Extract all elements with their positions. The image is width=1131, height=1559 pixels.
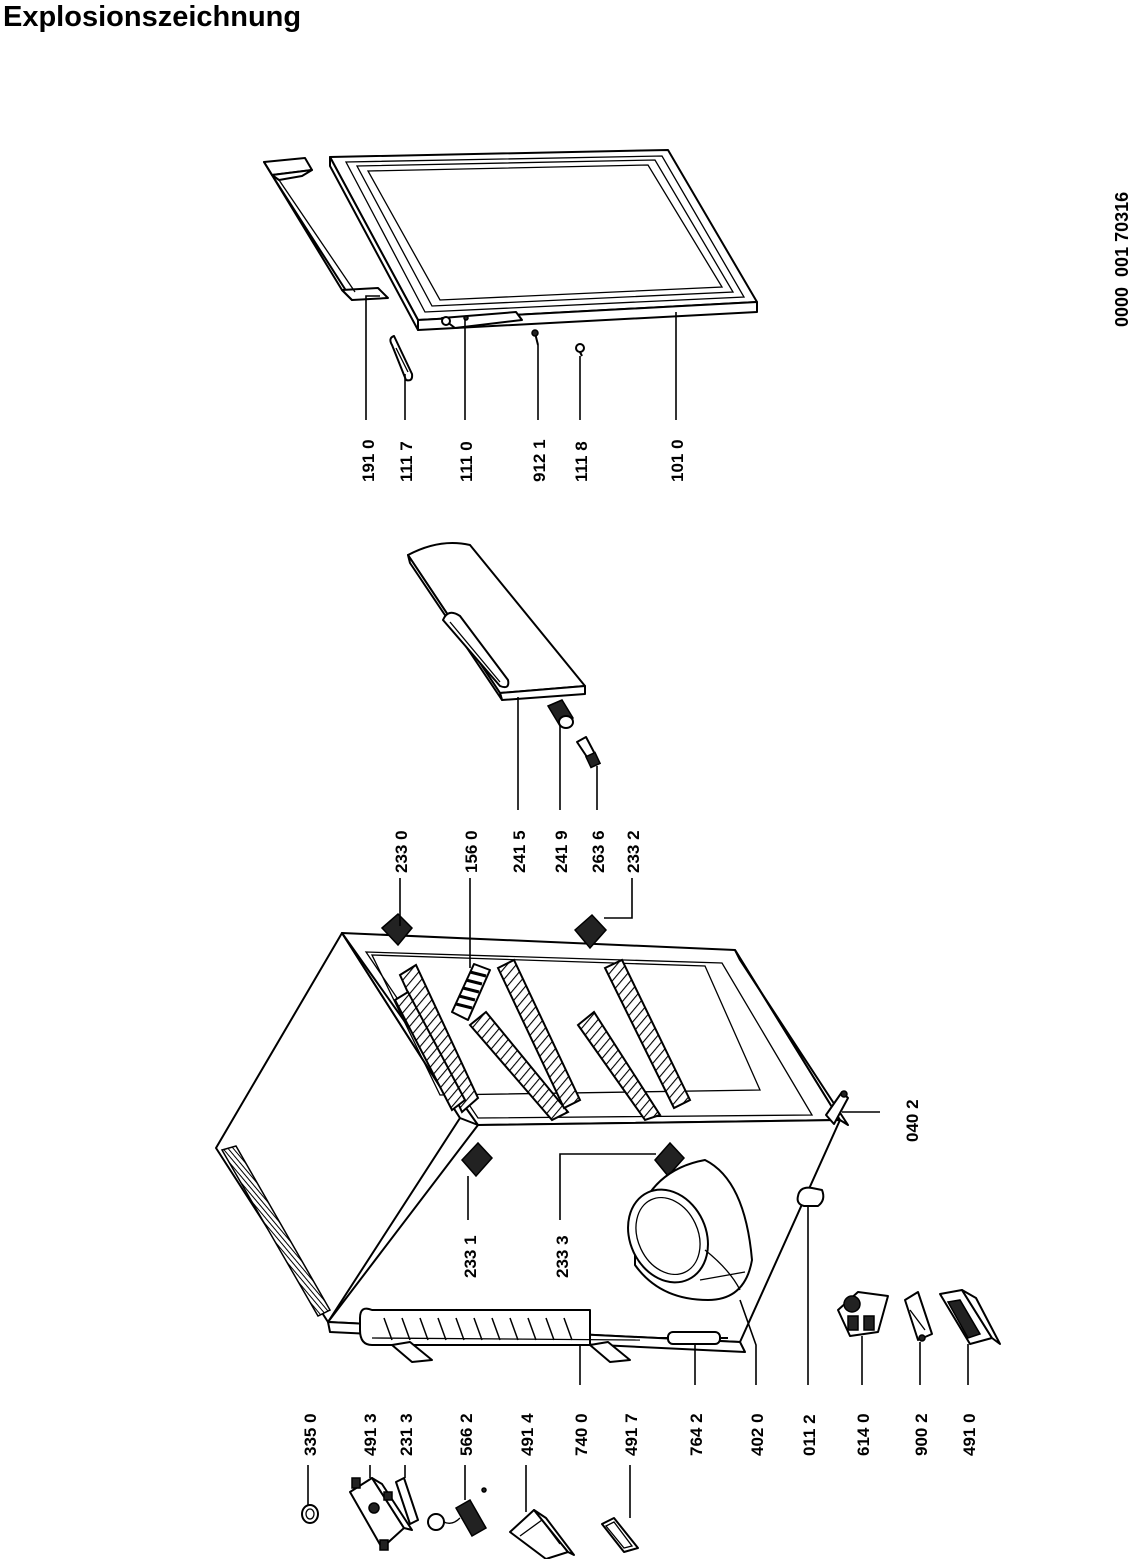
leader-lines bbox=[307, 295, 969, 1518]
handle-cover bbox=[389, 335, 414, 382]
cover-4910 bbox=[939, 1289, 1001, 1345]
door-assembly bbox=[263, 149, 758, 382]
bottom-hinge bbox=[825, 1090, 849, 1125]
label-491-7: 491 7 bbox=[622, 1413, 641, 1456]
label-900-2: 900 2 bbox=[912, 1413, 931, 1456]
ice-tray bbox=[451, 963, 491, 1021]
label-335-0: 335 0 bbox=[301, 1413, 320, 1456]
shelf-support-2332 bbox=[573, 913, 608, 950]
label-233-2: 233 2 bbox=[624, 830, 643, 873]
wire-shelves bbox=[393, 958, 692, 1122]
condenser bbox=[359, 1307, 641, 1363]
control-panel-cover bbox=[407, 542, 586, 701]
label-233-3: 233 3 bbox=[553, 1235, 572, 1278]
label-231-3: 231 3 bbox=[397, 1413, 416, 1456]
label-491-0: 491 0 bbox=[960, 1413, 979, 1456]
label-491-4: 491 4 bbox=[518, 1413, 537, 1456]
label-040-2: 040 2 bbox=[903, 1099, 922, 1142]
label-740-0: 740 0 bbox=[572, 1413, 591, 1456]
label-491-3: 491 3 bbox=[361, 1413, 380, 1456]
electrical-components bbox=[837, 1289, 1001, 1345]
compressor bbox=[627, 1159, 753, 1301]
label-241-5: 241 5 bbox=[510, 830, 529, 873]
label-111-7: 111 7 bbox=[397, 441, 416, 482]
thermostat-shaft bbox=[576, 736, 602, 769]
cabinet-body bbox=[215, 912, 849, 1363]
door-panel bbox=[329, 149, 758, 331]
adjustable-foot bbox=[796, 1186, 825, 1207]
loose-parts bbox=[301, 1477, 639, 1559]
label-263-6: 263 6 bbox=[589, 830, 608, 873]
lamp-cover-2313 bbox=[395, 1477, 419, 1525]
label-566-2: 566 2 bbox=[457, 1413, 476, 1456]
label-402-0: 402 0 bbox=[748, 1413, 767, 1456]
part-labels: 191 0 111 7 111 0 912 1 111 8 101 0 233 … bbox=[301, 439, 979, 1456]
lamp-housing-4914 bbox=[509, 1509, 575, 1559]
label-101-0: 101 0 bbox=[668, 439, 687, 482]
shelf-support-2333 bbox=[654, 1141, 686, 1178]
hinge-bracket bbox=[441, 311, 523, 329]
label-233-1: 233 1 bbox=[461, 1235, 480, 1278]
shelf-support-2330 bbox=[380, 912, 414, 947]
door-gasket-frame bbox=[263, 157, 389, 301]
hinge-pin bbox=[575, 343, 585, 357]
label-011-2: 011 2 bbox=[800, 1414, 819, 1456]
label-614-0: 614 0 bbox=[854, 1413, 873, 1456]
label-111-0: 111 0 bbox=[457, 441, 476, 482]
label-191-0: 191 0 bbox=[359, 439, 378, 482]
label-233-0: 233 0 bbox=[392, 830, 411, 873]
filter-drier bbox=[660, 1331, 728, 1345]
label-241-9: 241 9 bbox=[552, 830, 571, 873]
grommet-3350 bbox=[301, 1504, 319, 1524]
control-knob bbox=[546, 699, 575, 729]
control-panel-assembly bbox=[407, 542, 602, 769]
screw bbox=[531, 329, 539, 346]
starter-9002 bbox=[904, 1291, 933, 1342]
label-764-2: 764 2 bbox=[687, 1413, 706, 1456]
control-housing-4913 bbox=[349, 1477, 413, 1551]
label-156-0: 156 0 bbox=[462, 830, 481, 873]
shelf-support-2331 bbox=[460, 1141, 494, 1178]
label-111-8: 111 8 bbox=[572, 441, 591, 482]
lamp-lens-4917 bbox=[601, 1517, 639, 1553]
relay-6140 bbox=[837, 1291, 889, 1337]
label-912-1: 912 1 bbox=[530, 439, 549, 482]
page-title: Explosionszeichnung bbox=[3, 1, 302, 33]
thermostat-5662 bbox=[427, 1487, 488, 1538]
